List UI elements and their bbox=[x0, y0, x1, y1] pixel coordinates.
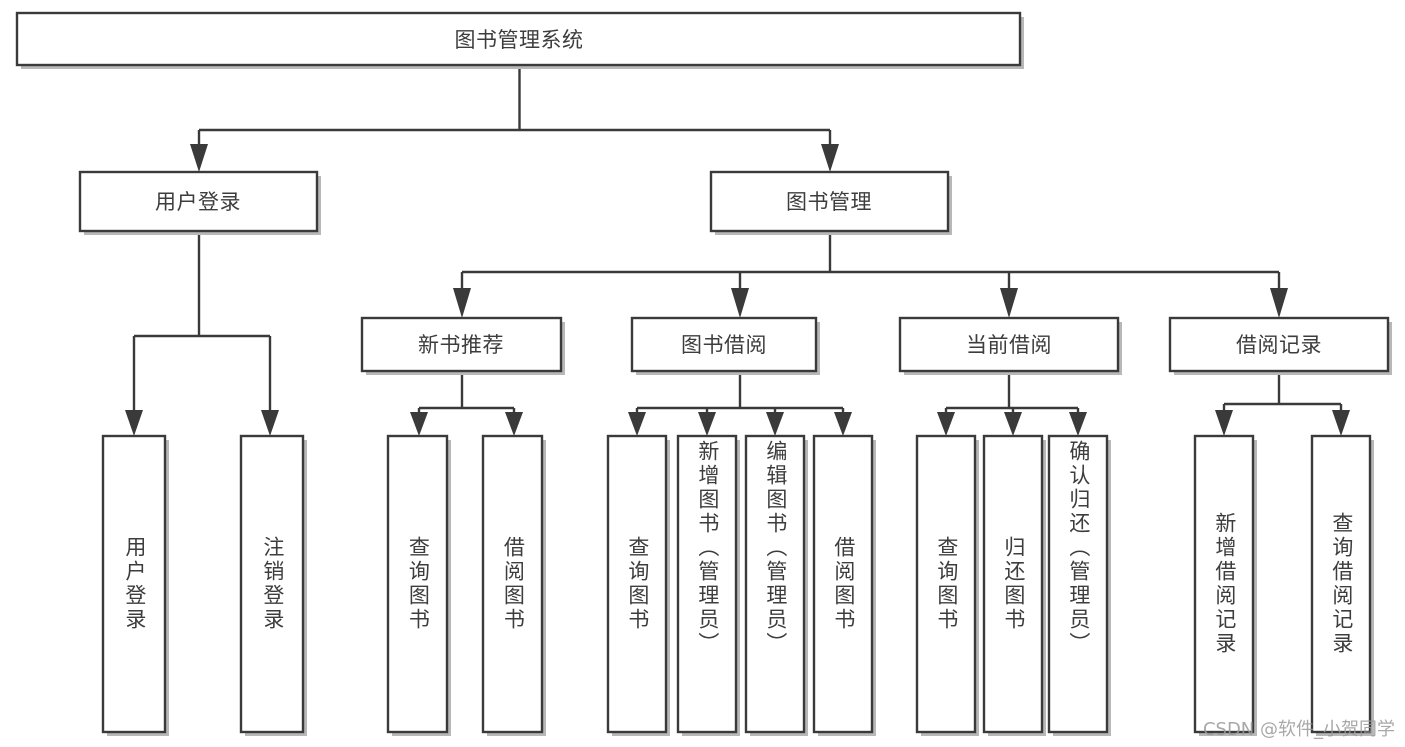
node-borrow-record[interactable]: 借阅记录 bbox=[1168, 316, 1392, 375]
leaf-query-book-1-rect[interactable] bbox=[386, 434, 449, 734]
user-login-rect[interactable] bbox=[78, 170, 319, 233]
leaf-query-book-2-rect[interactable] bbox=[606, 434, 668, 734]
leaf-boxes[interactable] bbox=[101, 434, 1374, 736]
leaf-add-record-rect[interactable] bbox=[1193, 434, 1255, 734]
current-borrow-label: 当前借阅 bbox=[966, 333, 1052, 357]
leaf-query-record-rect[interactable] bbox=[1310, 434, 1372, 734]
arrow-to-user-login bbox=[190, 144, 208, 172]
arrow-to-current-borrow bbox=[1000, 288, 1018, 318]
node-root[interactable]: 图书管理系统 bbox=[15, 11, 1024, 69]
arrow-to-leaf-add-record bbox=[1215, 410, 1233, 436]
new-book-rec-label: 新书推荐 bbox=[418, 333, 504, 357]
arrow-to-leaf-query-book-3 bbox=[937, 412, 955, 436]
arrow-to-leaf-add-book bbox=[698, 412, 716, 436]
leaf-add-book-rect[interactable] bbox=[676, 434, 738, 734]
node-current-borrow[interactable]: 当前借阅 bbox=[898, 316, 1122, 375]
node-new-book-rec[interactable]: 新书推荐 bbox=[360, 316, 565, 375]
arrow-to-leaf-confirm-return bbox=[1069, 412, 1087, 436]
connectors bbox=[125, 66, 1350, 436]
leaf-user-login-rect[interactable] bbox=[101, 434, 167, 734]
leaf-confirm-return-rect[interactable] bbox=[1047, 434, 1109, 734]
leaf-return-book-rect[interactable] bbox=[982, 434, 1044, 734]
book-borrow-label: 图书借阅 bbox=[681, 333, 767, 357]
node-book-borrow[interactable]: 图书借阅 bbox=[630, 316, 820, 375]
leaf-borrow-book-1-rect[interactable] bbox=[481, 434, 544, 734]
new-book-rec-rect[interactable] bbox=[360, 316, 563, 373]
arrow-to-leaf-edit-book bbox=[766, 412, 784, 436]
arrow-to-leaf-query-book-1 bbox=[410, 412, 428, 436]
leaf-query-book-3-rect[interactable] bbox=[915, 434, 977, 734]
arrow-to-leaf-return-book bbox=[1004, 412, 1022, 436]
current-borrow-rect[interactable] bbox=[898, 316, 1120, 373]
leaf-borrow-book-2-rect[interactable] bbox=[812, 434, 874, 734]
node-user-login[interactable]: 用户登录 bbox=[78, 170, 321, 235]
user-login-label: 用户登录 bbox=[155, 190, 241, 214]
root-rect[interactable] bbox=[15, 11, 1022, 67]
book-borrow-rect[interactable] bbox=[630, 316, 818, 373]
book-manage-label: 图书管理 bbox=[786, 190, 872, 214]
node-book-manage[interactable]: 图书管理 bbox=[709, 170, 952, 235]
arrow-to-new-book-rec bbox=[453, 288, 471, 318]
arrow-to-leaf-query-book-2 bbox=[628, 412, 646, 436]
leaf-edit-book-rect[interactable] bbox=[744, 434, 806, 734]
arrow-to-borrow-record bbox=[1270, 288, 1288, 318]
root-label: 图书管理系统 bbox=[455, 28, 584, 52]
arrow-to-leaf-borrow-book-2 bbox=[834, 412, 852, 436]
arrow-to-leaf-user-logout bbox=[261, 410, 279, 436]
arrow-to-leaf-borrow-book-1 bbox=[505, 412, 523, 436]
borrow-record-rect[interactable] bbox=[1168, 316, 1390, 373]
arrow-to-leaf-query-record bbox=[1332, 410, 1350, 436]
arrow-to-book-manage bbox=[821, 144, 839, 172]
leaf-user-logout-rect[interactable] bbox=[239, 434, 305, 734]
arrow-to-book-borrow bbox=[731, 288, 749, 318]
borrow-record-label: 借阅记录 bbox=[1236, 333, 1322, 357]
arrow-to-leaf-user-login bbox=[125, 410, 143, 436]
book-manage-rect[interactable] bbox=[709, 170, 950, 233]
